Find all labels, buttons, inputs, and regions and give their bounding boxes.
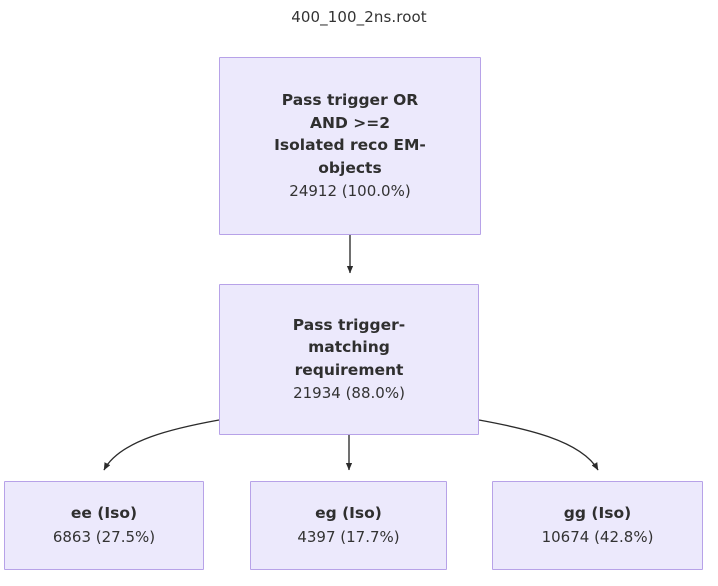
node-gg-iso-count: 10674 (42.8%) (541, 527, 654, 546)
node-ee-iso-count: 6863 (27.5%) (52, 527, 156, 546)
node-pass-trigger-matching-label: Pass trigger- matching requirement (292, 315, 406, 379)
page-title: 400_100_2ns.root (291, 8, 427, 26)
node-ee-iso[interactable]: ee (Iso) 6863 (27.5%) (4, 481, 204, 570)
node-ee-iso-label: ee (Iso) (70, 504, 138, 523)
edge-match-to-gg (478, 419, 599, 471)
edge-match-to-ee (103, 419, 220, 471)
node-eg-iso-count: 4397 (17.7%) (297, 527, 400, 546)
node-pass-trigger-matching[interactable]: Pass trigger- matching requirement 21934… (219, 284, 479, 435)
node-gg-iso[interactable]: gg (Iso) 10674 (42.8%) (492, 481, 703, 570)
node-eg-iso-label: eg (Iso) (315, 504, 382, 523)
node-pass-trigger-or-label: Pass trigger OR AND >=2 Isolated reco EM… (274, 91, 426, 177)
node-eg-iso[interactable]: eg (Iso) 4397 (17.7%) (250, 481, 447, 570)
node-gg-iso-label: gg (Iso) (563, 504, 632, 523)
node-pass-trigger-matching-count: 21934 (88.0%) (293, 384, 405, 403)
node-pass-trigger-or-count: 24912 (100.0%) (289, 182, 411, 201)
node-pass-trigger-or[interactable]: Pass trigger OR AND >=2 Isolated reco EM… (219, 57, 481, 235)
